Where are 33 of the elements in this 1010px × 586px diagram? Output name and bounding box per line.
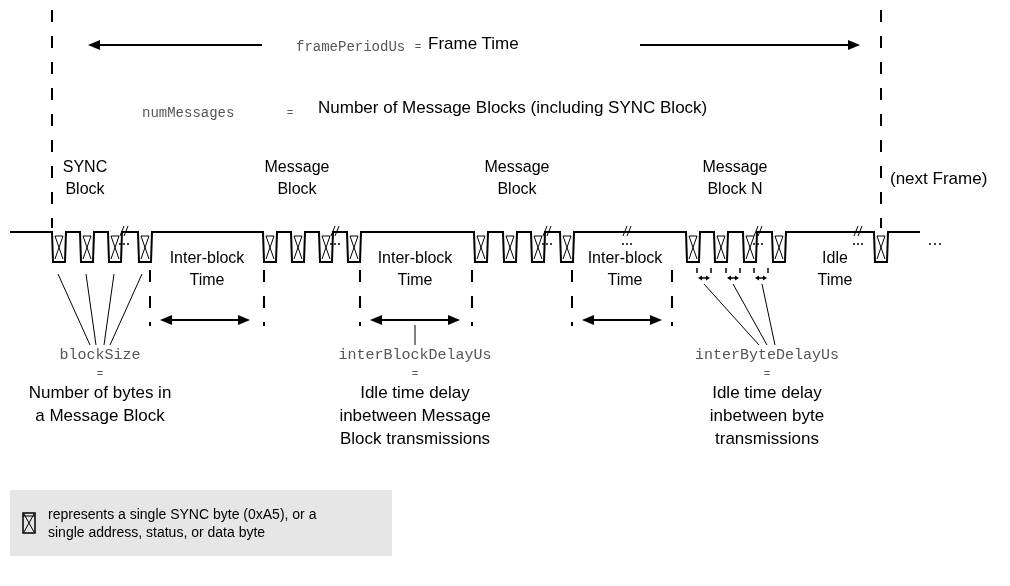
equals-sign: = (763, 367, 771, 381)
text-label: Number of Message Blocks (including SYNC Block) (318, 97, 709, 119)
parameter-name: interBlockDelayUs (338, 346, 492, 366)
parameter-name: blockSize (59, 346, 141, 366)
text-label: (next Frame) (890, 168, 989, 190)
text-label: Message Block (483, 157, 551, 199)
leader-line (85, 273, 97, 346)
equals-sign: = (96, 367, 104, 381)
text-label: Message Block N (701, 157, 769, 199)
text-label: Frame Time (428, 33, 520, 55)
equals-sign: = (413, 40, 423, 55)
text-label: Inter-block Time (168, 248, 246, 290)
text-label: Message Block (263, 157, 331, 199)
leader-line (732, 283, 768, 346)
leader-line (703, 283, 760, 346)
text-label: Inter-block Time (586, 248, 664, 290)
description-text: Idle time delay inbetween byte transmissions (708, 382, 826, 450)
parameter-name: framePeriodUs (296, 38, 407, 57)
description-text: Number of bytes in a Message Block (27, 382, 173, 427)
equals-sign: = (411, 367, 419, 381)
leader-line (103, 273, 115, 346)
description-text: Idle time delay inbetween Message Block transmissions (338, 382, 492, 450)
text-label: SYNC Block (61, 157, 109, 199)
text-label: Idle Time (816, 248, 854, 290)
leader-line (414, 324, 416, 346)
parameter-name: interByteDelayUs (695, 346, 839, 366)
parameter-name: numMessages (142, 104, 236, 123)
leader-line (109, 273, 143, 346)
legend-text: represents a single SYNC byte (0xA5), or a single address, status, or data byte (48, 505, 318, 541)
text-label: Inter-block Time (376, 248, 454, 290)
equals-sign: = (285, 106, 295, 121)
leader-line (761, 283, 776, 346)
leader-line (57, 273, 91, 346)
